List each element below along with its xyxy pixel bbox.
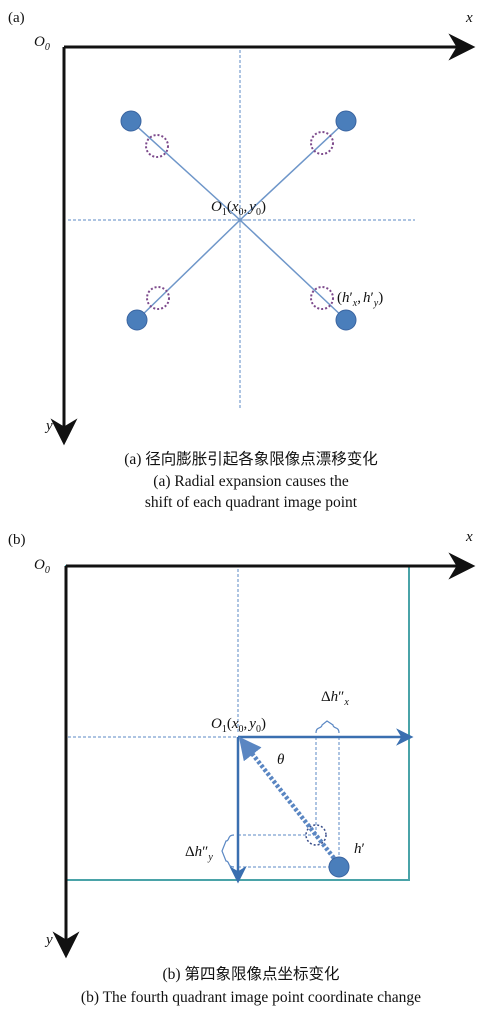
panel-b-shifted-point [305, 824, 327, 846]
panel-a-label: (a) [8, 10, 25, 26]
panel-a-caption-cn: (a) 径向膨胀引起各象限像点漂移变化 [124, 450, 378, 468]
panel-a-shifted-point-q2 [145, 134, 169, 158]
panel-b-caption-cn: (b) 第四象限像点坐标变化 [163, 965, 340, 983]
panel-b-dhx-label: Δh″x [321, 689, 349, 708]
panel-a-ray-q1 [239, 120, 347, 221]
panel-a-x-axis-label: x [465, 10, 473, 26]
panel-b-image-point [328, 856, 350, 878]
panel-a-center-star [232, 212, 248, 228]
panel-a-image-point-q4 [335, 309, 357, 331]
panel-a-image-point-q1 [335, 110, 357, 132]
panel-b-label: (b) [8, 532, 26, 548]
panel-a-shifted-point-q1 [310, 131, 334, 155]
panel-a-point-label: (h′x,h′y) [337, 290, 383, 309]
panel-a-y-axis-label: y [44, 418, 53, 434]
panel-a-ray-q4 [239, 219, 347, 321]
panel-a-center-label: O1(x0,y0) [211, 199, 266, 218]
panel-b-theta-label: θ [277, 752, 285, 768]
panel-b-center-label: O1(x0,y0) [211, 716, 266, 735]
panel-a-shifted-point-q3 [146, 286, 170, 310]
panel-a-image-point-q3 [126, 309, 148, 331]
panel-b: (b) x O0 y O1(x0,y0) Δh″x Δh″y θ [8, 529, 476, 1006]
panel-b-brace-dhx [315, 720, 340, 734]
panel-b-point-label: h′ [354, 841, 365, 857]
panel-b-caption-en: (b) The fourth quadrant image point coor… [81, 989, 421, 1006]
panel-b-brace-dhy [221, 834, 235, 868]
panel-b-y-axis-label: y [44, 932, 53, 948]
panel-a-ray-q2 [130, 120, 241, 221]
panel-a-caption-en-line1: (a) Radial expansion causes the [153, 473, 349, 490]
panel-b-origin-label: O0 [34, 557, 50, 576]
panel-a-image-point-q2 [120, 110, 142, 132]
panel-b-x-axis-label: x [465, 529, 473, 545]
panel-a-origin-label: O0 [34, 34, 50, 53]
panel-b-dhy-label: Δh″y [185, 844, 213, 863]
panel-a-caption-en-line2: shift of each quadrant image point [145, 494, 358, 511]
panel-a-ray-q3 [136, 219, 241, 321]
panel-a-shifted-point-q4 [310, 286, 334, 310]
panel-b-shift-vector [238, 736, 339, 864]
panel-a: (a) x O0 y O1(x0,y0) [8, 10, 476, 511]
